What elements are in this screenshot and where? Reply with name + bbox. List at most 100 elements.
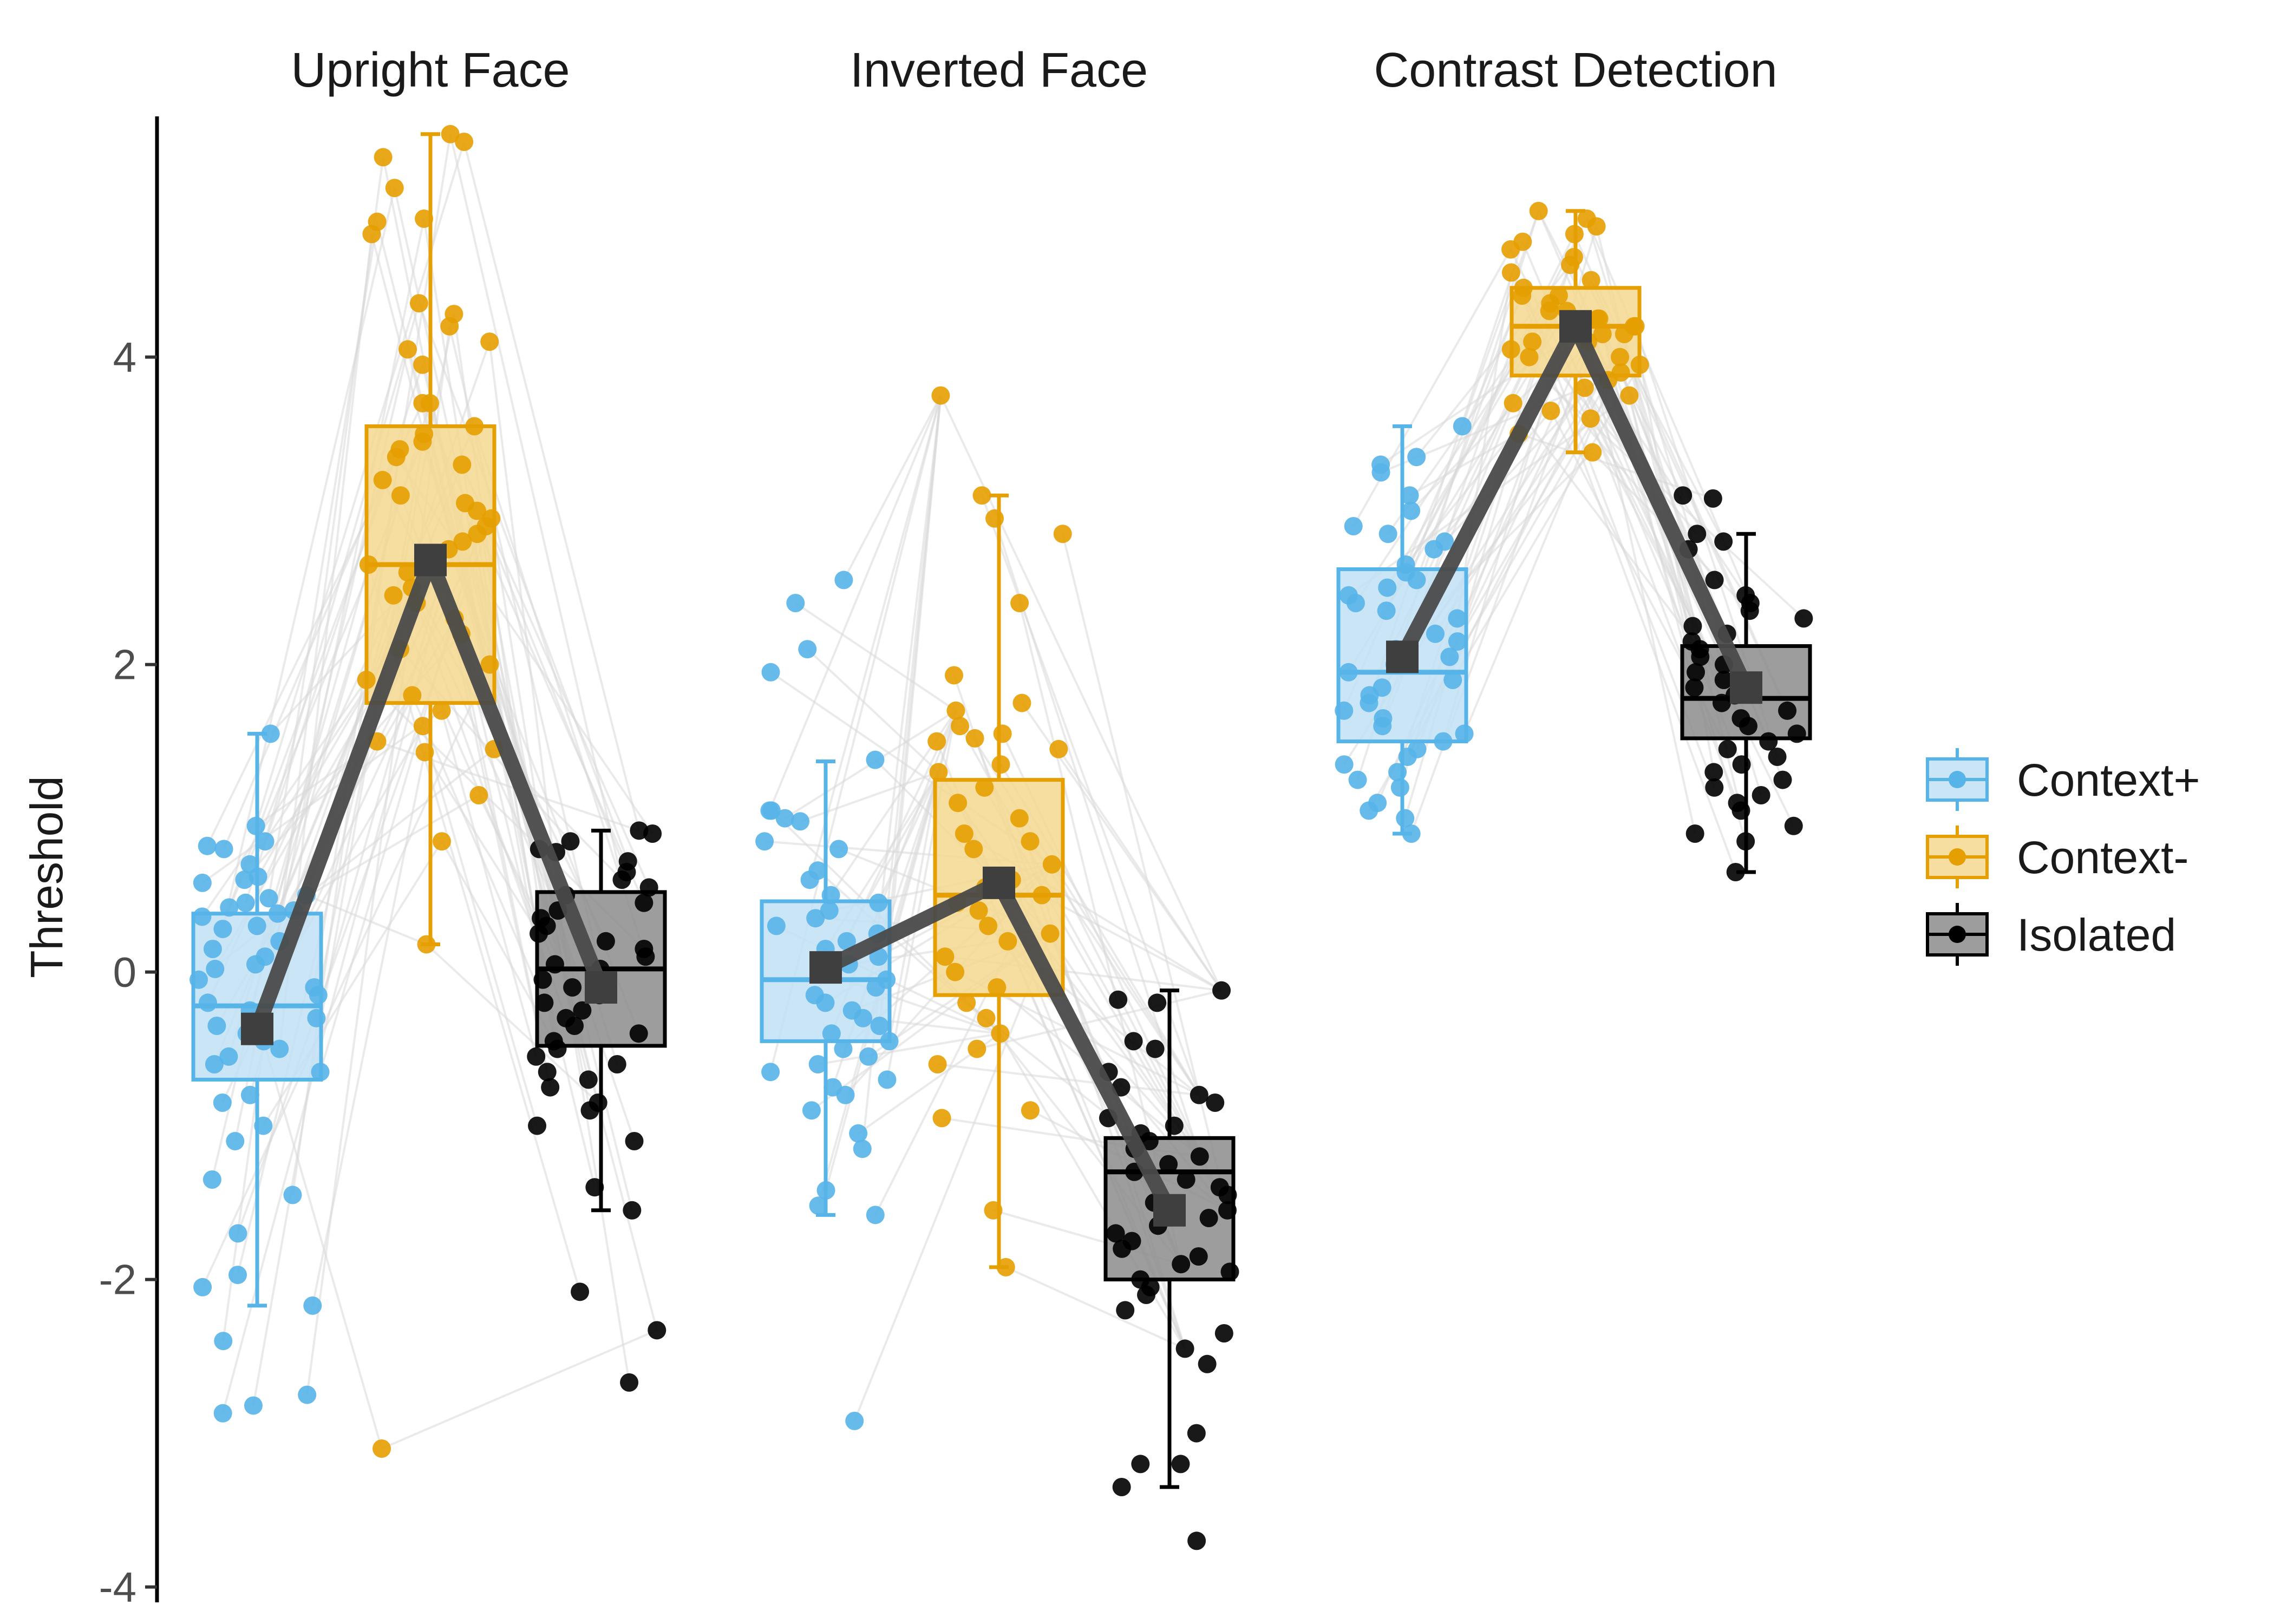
legend-key-point [1949, 848, 1966, 866]
data-point [1402, 501, 1421, 520]
data-point [1165, 1116, 1184, 1135]
data-point [1739, 717, 1757, 736]
data-point [1335, 701, 1354, 720]
data-point [1794, 609, 1813, 628]
participant-line [473, 425, 647, 957]
data-point [1206, 1093, 1225, 1112]
data-point [207, 1017, 226, 1035]
data-point [1172, 1255, 1191, 1274]
data-point [635, 893, 654, 912]
data-point [859, 1047, 878, 1066]
data-point [206, 959, 225, 978]
y-tick-label: -4 [99, 1563, 136, 1611]
data-point [1630, 355, 1649, 374]
data-point [1344, 517, 1363, 535]
data-point [228, 1224, 247, 1243]
data-point [1504, 394, 1522, 412]
data-point [1187, 1531, 1206, 1550]
data-point [1610, 348, 1629, 366]
data-point [373, 470, 392, 489]
data-point [1712, 693, 1731, 712]
data-point [357, 671, 376, 689]
data-point [957, 993, 976, 1012]
data-point [1407, 571, 1426, 590]
data-point [837, 932, 856, 951]
y-tick-label: 2 [113, 641, 136, 689]
data-point [205, 1055, 224, 1073]
data-point [571, 1282, 590, 1301]
participant-line [853, 933, 1051, 1422]
data-point [309, 986, 328, 1005]
data-point [468, 525, 487, 543]
data-point [228, 1266, 247, 1285]
data-point [193, 1278, 212, 1296]
data-point [190, 970, 208, 989]
data-point [1407, 448, 1426, 467]
participant-line [449, 134, 623, 880]
data-point [1587, 217, 1606, 236]
data-point [927, 732, 946, 751]
data-point [821, 886, 840, 905]
mean-marker [809, 951, 842, 984]
data-point [1112, 1478, 1131, 1496]
participant-line [877, 771, 940, 903]
data-point [1212, 981, 1231, 1000]
mean-marker [983, 866, 1015, 899]
data-point [359, 555, 378, 574]
data-point [932, 1109, 951, 1128]
mean-marker [1559, 310, 1592, 343]
data-point [413, 432, 432, 451]
participant-line [381, 1329, 658, 1450]
data-point [977, 1009, 996, 1027]
data-point [541, 1078, 560, 1097]
data-point [545, 955, 564, 974]
data-point [979, 916, 998, 935]
data-point [629, 1024, 648, 1043]
mean-lines-layer [241, 310, 1762, 1227]
data-point [530, 924, 548, 943]
data-point [1501, 263, 1520, 282]
data-point [612, 870, 631, 889]
data-point [1021, 832, 1040, 851]
participant-line [222, 157, 384, 1341]
panel-title: Upright Face [291, 43, 570, 97]
data-point [387, 448, 406, 467]
data-point [1575, 378, 1594, 397]
data-point [240, 1085, 259, 1104]
data-point [1582, 271, 1600, 290]
data-point [760, 801, 779, 820]
data-point [1714, 671, 1733, 689]
data-point [432, 701, 451, 720]
data-point [968, 1039, 986, 1058]
data-point [1346, 594, 1365, 612]
y-tick-label: 4 [113, 333, 136, 381]
data-point [1581, 409, 1600, 428]
data-point [579, 1070, 598, 1089]
data-point [1116, 1301, 1135, 1320]
data-point [283, 1186, 302, 1204]
participant-line [808, 395, 942, 880]
data-point [1624, 317, 1643, 336]
legend-key-point [1949, 771, 1966, 788]
data-point [1190, 1147, 1209, 1166]
data-point [465, 417, 484, 436]
data-point [373, 1439, 391, 1458]
data-point [1540, 302, 1559, 320]
data-point [214, 1332, 233, 1351]
data-point [548, 1039, 567, 1058]
data-point [1593, 325, 1612, 343]
legend-label: Context+ [2017, 755, 2200, 806]
data-point [866, 750, 885, 769]
data-point [1146, 1039, 1165, 1058]
data-point [988, 978, 1007, 997]
data-point [1455, 724, 1474, 743]
data-point [219, 1047, 238, 1066]
data-point [1140, 1132, 1159, 1150]
data-point [1523, 332, 1542, 351]
data-point [969, 901, 988, 920]
data-point [398, 563, 417, 582]
data-point [563, 978, 582, 997]
data-point [214, 840, 233, 859]
data-point [1434, 732, 1453, 751]
